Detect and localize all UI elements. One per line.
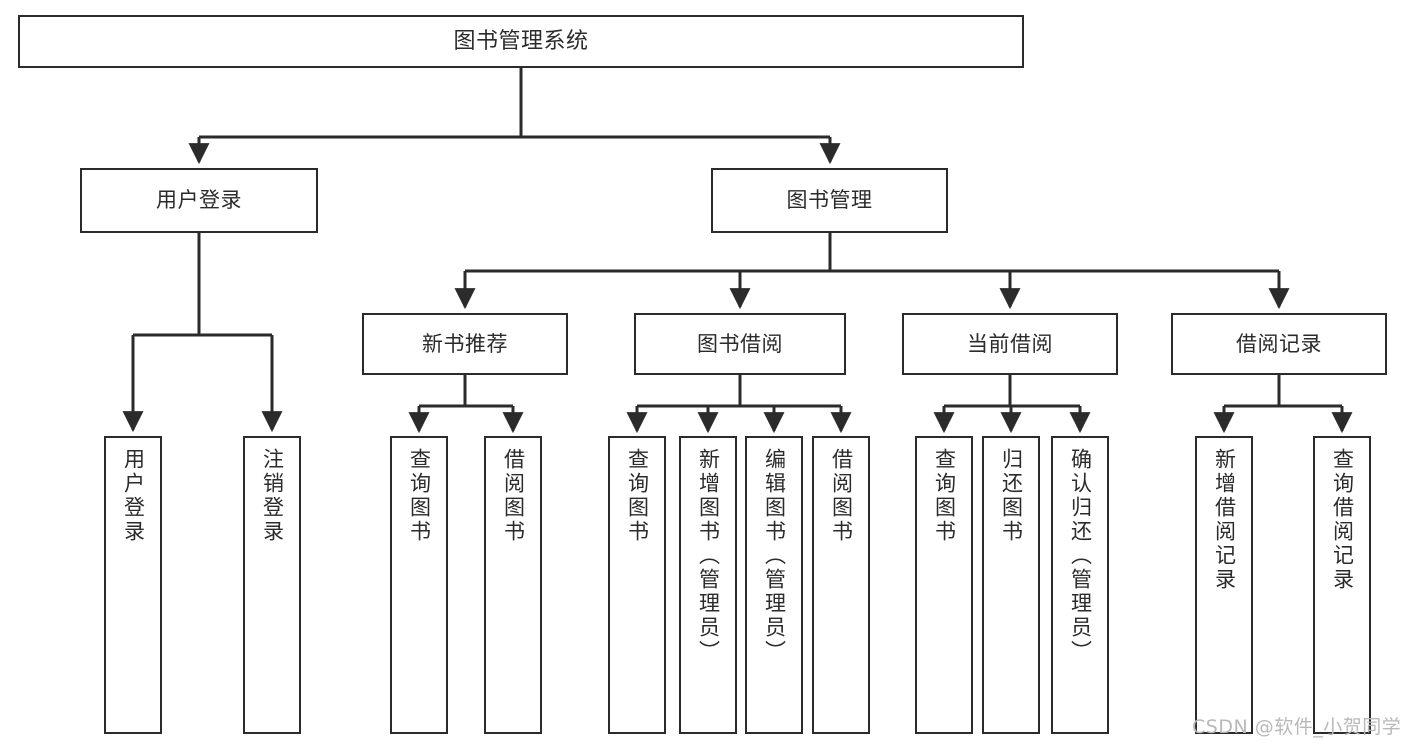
node-label: 归还图书 [999,448,1024,544]
node-new-book-recommend[interactable]: 新书推荐 [362,313,568,375]
node-label: 新书推荐 [422,331,508,356]
leaf-query-book-3[interactable]: 查询图书 [915,436,973,734]
leaf-confirm-return-admin[interactable]: 确认归还（管理员） [1051,436,1109,734]
leaf-query-book-2[interactable]: 查询图书 [608,436,666,734]
node-borrow-record[interactable]: 借阅记录 [1171,313,1387,375]
node-label: 图书管理系统 [453,28,589,54]
leaf-borrow-book-2[interactable]: 借阅图书 [812,436,870,734]
node-label: 查询图书 [625,448,650,544]
node-label: 新增借阅记录 [1212,448,1237,592]
leaf-return-book[interactable]: 归还图书 [982,436,1040,734]
leaf-query-book-1[interactable]: 查询图书 [390,436,448,734]
node-label: 注销登录 [260,448,285,544]
node-label: 编辑图书（管理员） [762,448,787,664]
leaf-add-book-admin[interactable]: 新增图书（管理员） [679,436,737,734]
node-root-library-system[interactable]: 图书管理系统 [18,15,1024,68]
node-label: 借阅图书 [501,448,526,544]
node-label: 图书管理 [786,188,873,213]
node-label: 借阅记录 [1236,331,1322,356]
leaf-edit-book-admin[interactable]: 编辑图书（管理员） [745,436,803,734]
node-label: 借阅图书 [829,448,854,544]
leaf-user-login[interactable]: 用户登录 [104,436,162,734]
node-book-borrow[interactable]: 图书借阅 [634,313,846,375]
node-label: 查询图书 [932,448,957,544]
node-label: 图书借阅 [697,331,783,356]
node-current-borrow[interactable]: 当前借阅 [902,313,1118,375]
node-label: 当前借阅 [967,331,1053,356]
node-label: 查询图书 [407,448,432,544]
node-label: 用户登录 [156,188,242,213]
leaf-query-borrow-record[interactable]: 查询借阅记录 [1313,436,1371,734]
node-user-login[interactable]: 用户登录 [80,168,318,233]
leaf-borrow-book-1[interactable]: 借阅图书 [484,436,542,734]
node-label: 查询借阅记录 [1330,448,1355,592]
leaf-add-borrow-record[interactable]: 新增借阅记录 [1195,436,1253,734]
leaf-logout-login[interactable]: 注销登录 [243,436,301,734]
node-label: 用户登录 [121,448,146,544]
node-label: 新增图书（管理员） [696,448,721,664]
node-book-manage[interactable]: 图书管理 [711,168,948,233]
node-label: 确认归还（管理员） [1068,448,1093,664]
